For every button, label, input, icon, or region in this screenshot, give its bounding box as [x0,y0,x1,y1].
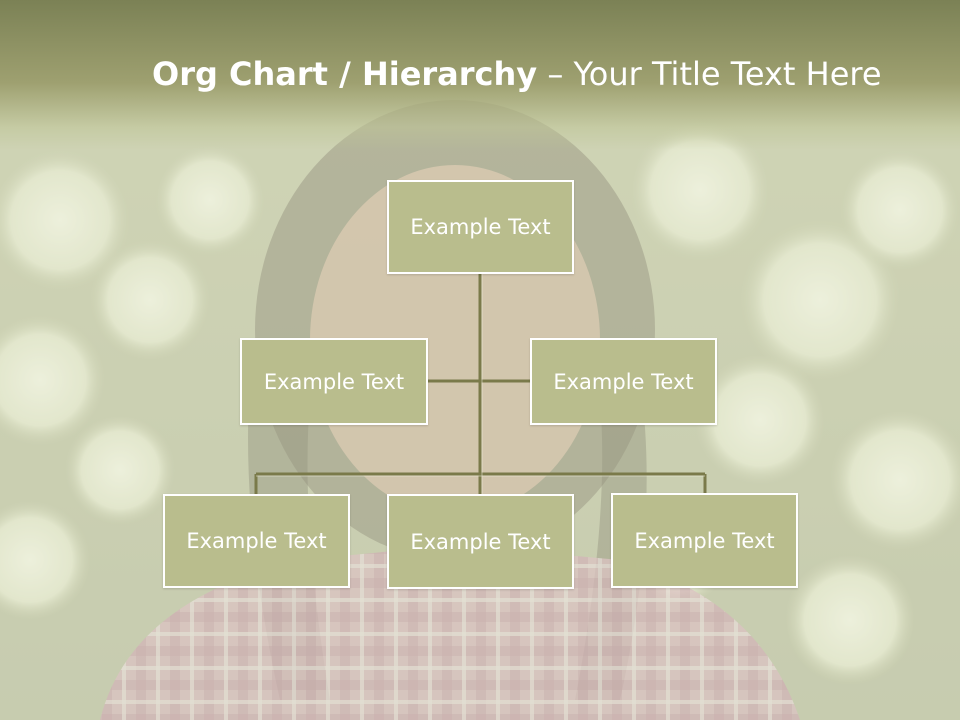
org-node-assistant-left[interactable]: Example Text [240,338,428,425]
org-node-label: Example Text [263,369,405,394]
title-bold-part: Org Chart / Hierarchy [152,55,538,93]
slide-title: Org Chart / Hierarchy – Your Title Text … [152,52,932,96]
org-node-label: Example Text [553,369,694,394]
org-node-label: Example Text [410,215,551,239]
org-node-child-3[interactable]: Example Text [611,493,798,588]
title-bar [0,0,960,150]
title-subtitle: Your Title Text Here [573,55,882,93]
org-node-root[interactable]: Example Text [387,180,574,274]
title-separator: – [547,55,564,93]
org-node-child-1[interactable]: Example Text [163,494,350,588]
org-node-label: Example Text [410,529,551,554]
org-node-assistant-right[interactable]: Example Text [530,338,717,425]
org-node-child-2[interactable]: Example Text [387,494,574,589]
org-node-label: Example Text [634,528,775,553]
org-node-label: Example Text [186,529,327,553]
